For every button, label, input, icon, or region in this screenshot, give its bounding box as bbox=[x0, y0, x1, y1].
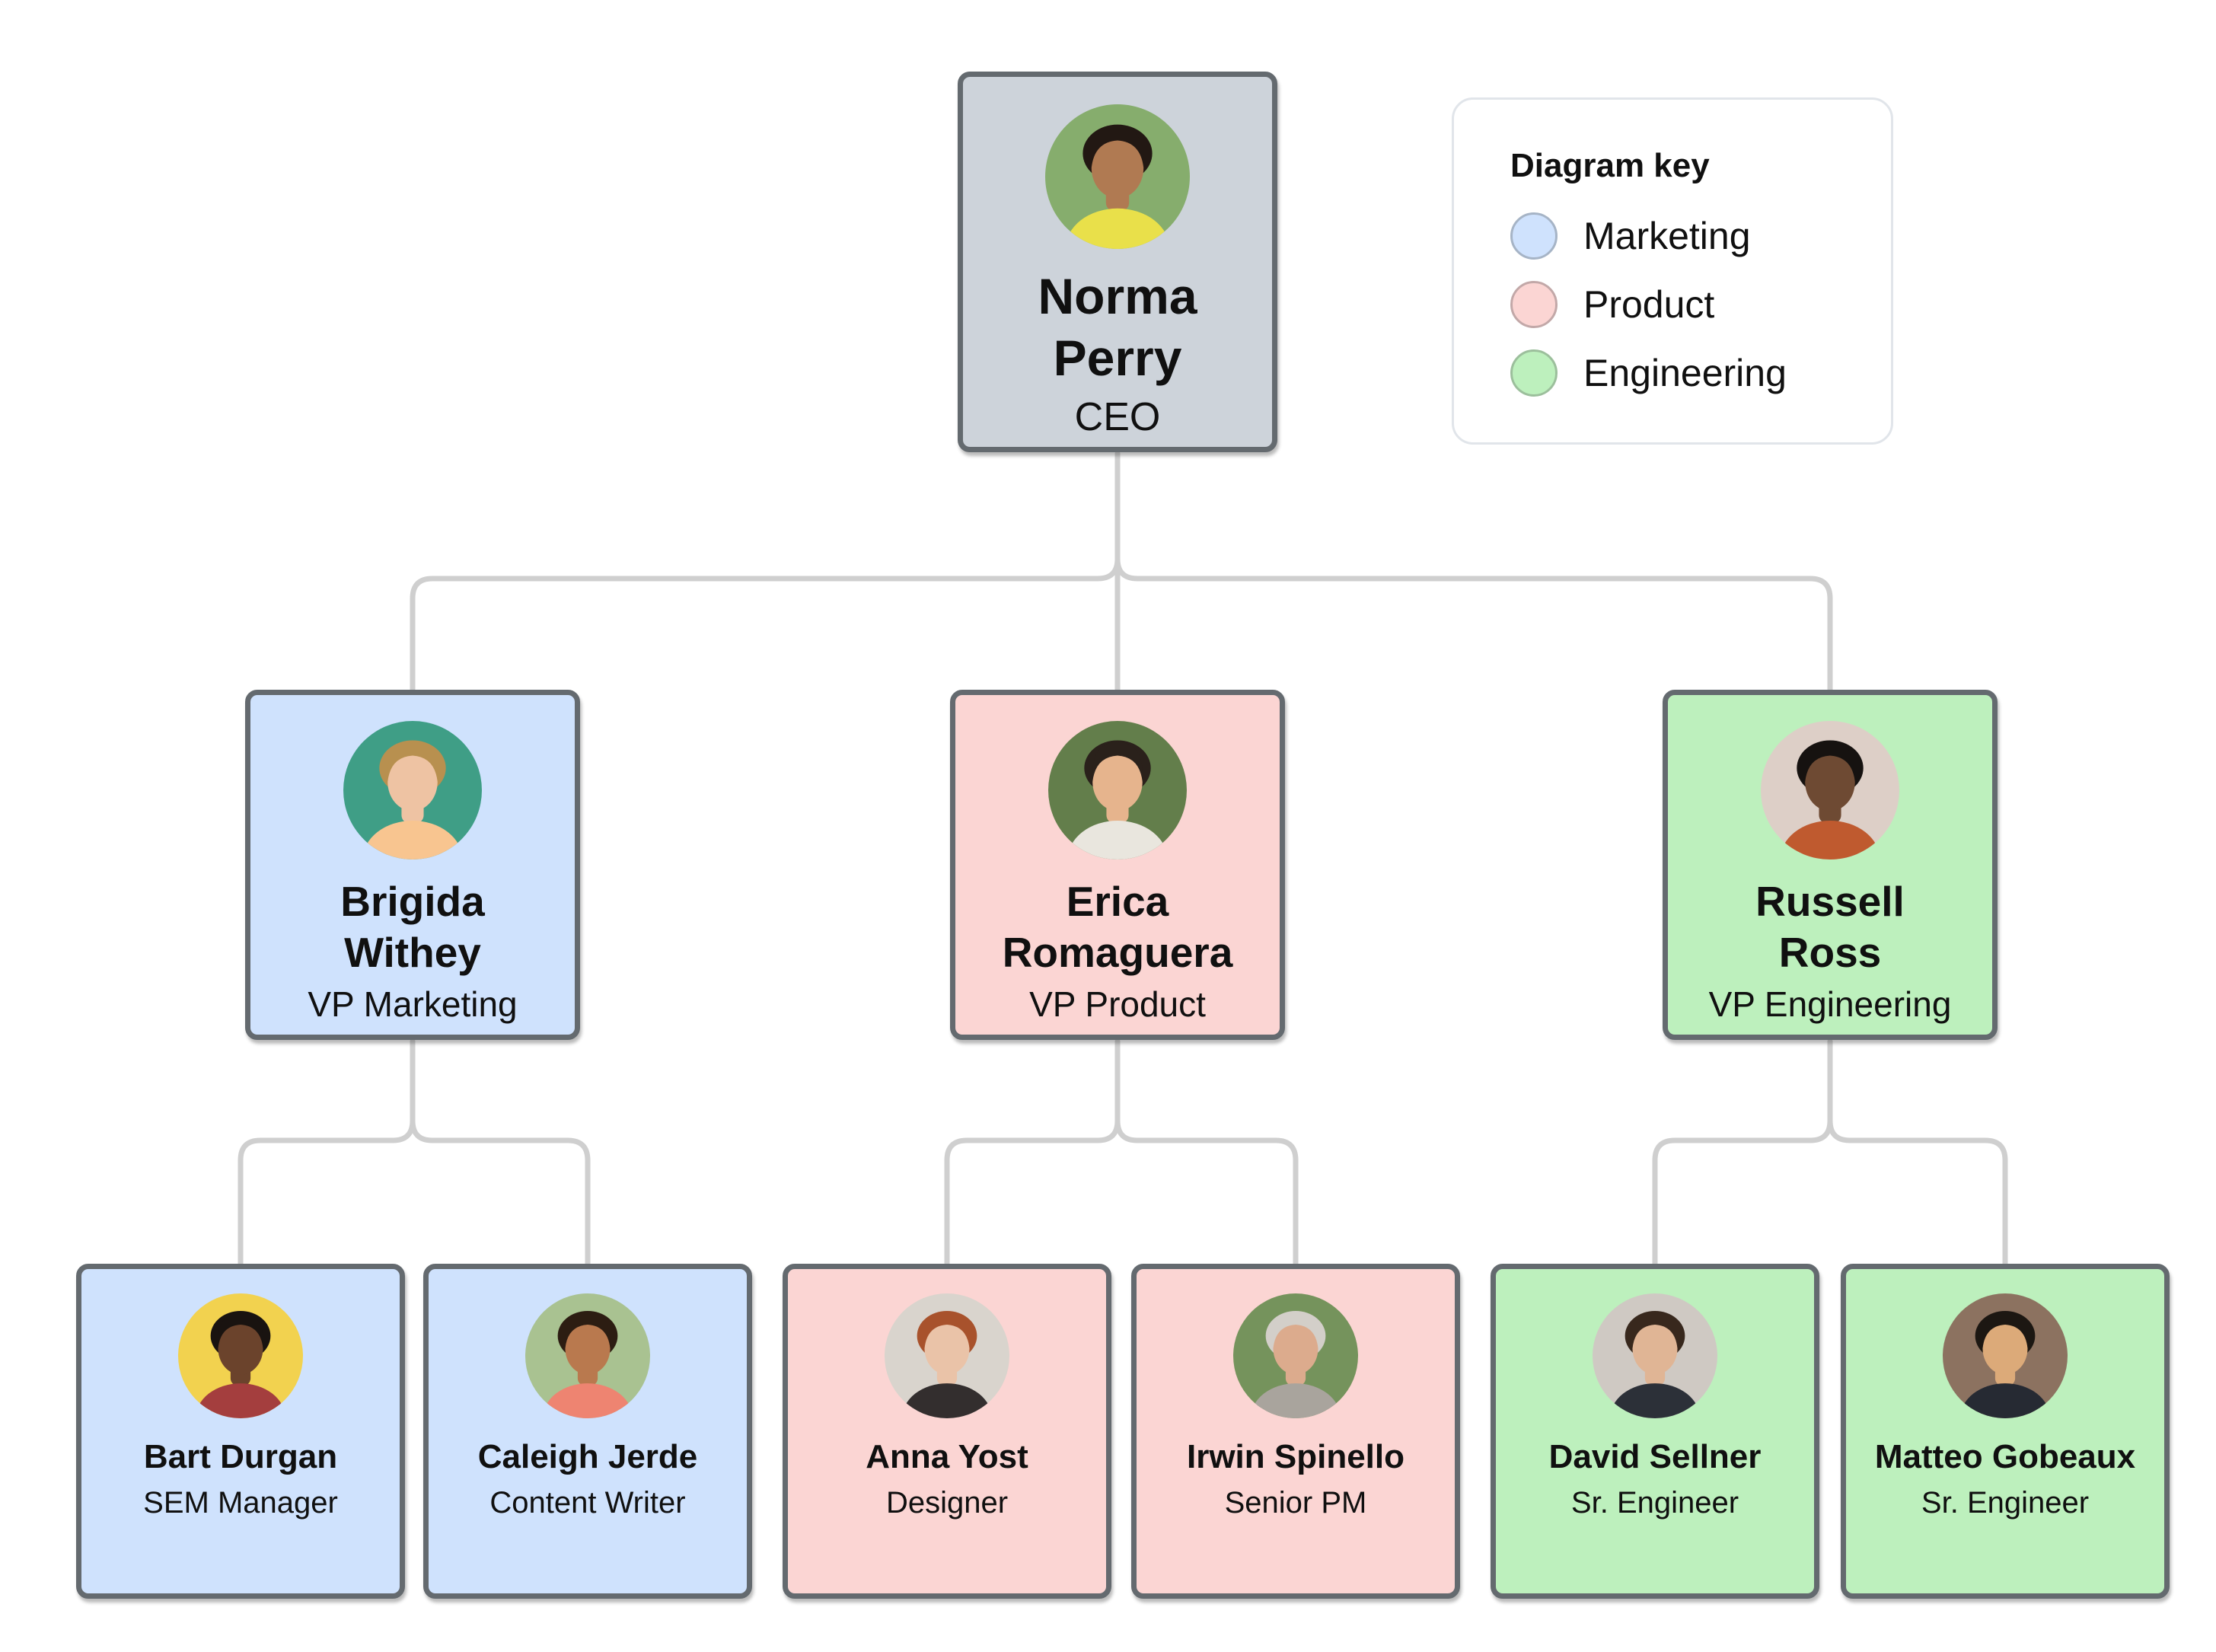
person-title: Sr. Engineer bbox=[1570, 1485, 1739, 1520]
person-title: SEM Manager bbox=[143, 1485, 338, 1520]
org-card-content-writer[interactable]: Caleigh Jerde Content Writer bbox=[423, 1264, 752, 1599]
connector-ceo-russell bbox=[1114, 451, 1833, 693]
connector-group bbox=[238, 451, 2008, 1268]
person-title: VP Product bbox=[1029, 984, 1206, 1025]
person-name: Erica Romaguera bbox=[1002, 878, 1233, 977]
legend-item-product: Product bbox=[1510, 281, 1868, 328]
connector-erica-anna bbox=[944, 1038, 1121, 1268]
connector-russell-matteo bbox=[1827, 1038, 2008, 1268]
legend-item-marketing: Marketing bbox=[1510, 212, 1868, 260]
person-avatar bbox=[1233, 1293, 1358, 1418]
person-title: Senior PM bbox=[1224, 1485, 1367, 1520]
person-name: Norma Perry bbox=[1038, 268, 1197, 386]
connector-brigida-bart bbox=[238, 1038, 416, 1268]
person-title: Designer bbox=[885, 1485, 1009, 1520]
person-avatar bbox=[1761, 721, 1899, 859]
connector-ceo-brigida bbox=[410, 451, 1121, 693]
connector-russell-david bbox=[1652, 1038, 1833, 1268]
org-card-vp-marketing[interactable]: Brigida Withey VP Marketing bbox=[245, 690, 580, 1040]
person-avatar bbox=[525, 1293, 650, 1418]
org-card-senior-pm[interactable]: Irwin Spinello Senior PM bbox=[1131, 1264, 1460, 1599]
person-avatar bbox=[885, 1293, 1009, 1418]
person-avatar bbox=[1045, 104, 1190, 249]
org-card-vp-product[interactable]: Erica Romaguera VP Product bbox=[950, 690, 1285, 1040]
legend-item-engineering: Engineering bbox=[1510, 349, 1868, 397]
org-card-sr-engineer-2[interactable]: Matteo Gobeaux Sr. Engineer bbox=[1841, 1264, 2170, 1599]
person-name: David Sellner bbox=[1548, 1438, 1762, 1475]
diagram-key-title: Diagram key bbox=[1510, 147, 1710, 184]
person-avatar bbox=[1048, 721, 1187, 859]
person-title: VP Marketing bbox=[308, 984, 518, 1025]
person-avatar bbox=[343, 721, 482, 859]
person-name: Caleigh Jerde bbox=[477, 1438, 698, 1475]
legend-label: Engineering bbox=[1583, 352, 1787, 394]
person-name: Bart Durgan bbox=[143, 1438, 338, 1475]
connector-erica-irwin bbox=[1114, 1038, 1299, 1268]
connector-brigida-caleigh bbox=[410, 1038, 591, 1268]
person-avatar bbox=[1943, 1293, 2068, 1418]
person-title: Sr. Engineer bbox=[1921, 1485, 2090, 1520]
person-avatar bbox=[1593, 1293, 1717, 1418]
org-card-sem-manager[interactable]: Bart Durgan SEM Manager bbox=[76, 1264, 405, 1599]
org-card-sr-engineer-1[interactable]: David Sellner Sr. Engineer bbox=[1491, 1264, 1819, 1599]
person-avatar bbox=[178, 1293, 303, 1418]
person-name: Irwin Spinello bbox=[1186, 1438, 1405, 1475]
legend-label: Marketing bbox=[1583, 215, 1751, 257]
person-title: CEO bbox=[1074, 395, 1161, 440]
person-name: Matteo Gobeaux bbox=[1874, 1438, 2136, 1475]
person-title: Content Writer bbox=[489, 1485, 686, 1520]
diagram-key: Diagram key Marketing Product Engineerin… bbox=[1452, 97, 1893, 445]
person-name: Brigida Withey bbox=[340, 878, 485, 977]
person-name: Russell Ross bbox=[1755, 878, 1905, 977]
legend-label: Product bbox=[1583, 283, 1715, 326]
org-card-vp-engineering[interactable]: Russell Ross VP Engineering bbox=[1663, 690, 1998, 1040]
person-title: VP Engineering bbox=[1708, 984, 1952, 1025]
org-card-ceo[interactable]: Norma Perry CEO bbox=[958, 72, 1277, 452]
org-card-designer[interactable]: Anna Yost Designer bbox=[783, 1264, 1111, 1599]
marketing-color-swatch bbox=[1510, 212, 1558, 260]
product-color-swatch bbox=[1510, 281, 1558, 328]
person-name: Anna Yost bbox=[866, 1438, 1028, 1475]
engineering-color-swatch bbox=[1510, 349, 1558, 397]
